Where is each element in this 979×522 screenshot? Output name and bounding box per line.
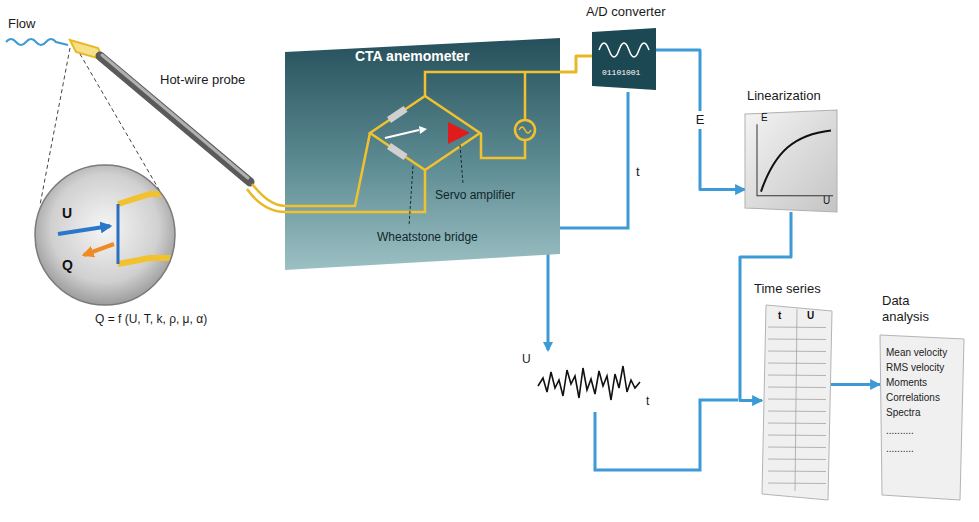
axis-label: U (522, 352, 531, 366)
list-item: .......... (886, 425, 914, 437)
list-item: Spectra (886, 407, 920, 419)
sensor-wire (117, 204, 120, 264)
box-title: A/D converter (586, 4, 665, 20)
part-label: Wheatstone bridge (377, 230, 478, 244)
axis-label: E (761, 112, 768, 124)
panel-title: CTA anemometer (355, 48, 469, 65)
prong (118, 258, 180, 264)
part-label: Hot-wire probe (160, 72, 245, 88)
probe-cable (252, 184, 286, 206)
connector (829, 383, 880, 386)
ad-converter: A/D converter01101001 (592, 28, 656, 90)
signal-line (595, 400, 738, 470)
formula: Q = f (U, T, k, ρ, μ, α) (95, 312, 207, 326)
zoom-detail (118, 194, 180, 264)
data-analysis-sheet: Data analysisMean velocityRMS velocityMo… (880, 335, 964, 500)
prong (118, 194, 180, 204)
axis-label: t (646, 394, 649, 408)
part-label: Servo amplifier (435, 188, 515, 202)
connector (560, 56, 592, 72)
axis-label: U (823, 195, 830, 207)
symbol-label: U (62, 205, 72, 222)
list-item: RMS velocity (886, 362, 944, 374)
probe-stem-highlight (102, 55, 248, 178)
binary-code: 01101001 (602, 68, 640, 78)
time-series-sheet: Time seriestU (762, 305, 832, 500)
table-header: U (807, 310, 814, 322)
list-item: .......... (886, 443, 914, 455)
velocity-arrow (58, 226, 110, 234)
flow-label: Flow (8, 16, 35, 32)
edge-label: E (694, 111, 707, 129)
signal-label: t (636, 164, 640, 180)
box-title: Time series (754, 281, 821, 297)
connector (656, 50, 745, 190)
outline (762, 305, 832, 500)
symbol-label: Q (62, 257, 73, 274)
cta-panel: CTA anemometerServo amplifierWheatstone … (285, 38, 560, 270)
zoom-circle (35, 165, 175, 305)
velocity-signal (538, 366, 640, 400)
list-item: Mean velocity (886, 347, 947, 359)
box-title: Linearization (747, 88, 821, 104)
table-header: t (778, 310, 781, 322)
probe-stem (100, 56, 250, 182)
list-item: Moments (886, 377, 927, 389)
box-title: Data analysis (882, 293, 948, 324)
heat-arrow (84, 244, 114, 255)
flow-wave (6, 39, 68, 45)
outline (592, 28, 656, 90)
list-item: Correlations (886, 392, 940, 404)
linearization-panel: LinearizationEU (745, 110, 837, 212)
probe-cable (247, 189, 286, 212)
